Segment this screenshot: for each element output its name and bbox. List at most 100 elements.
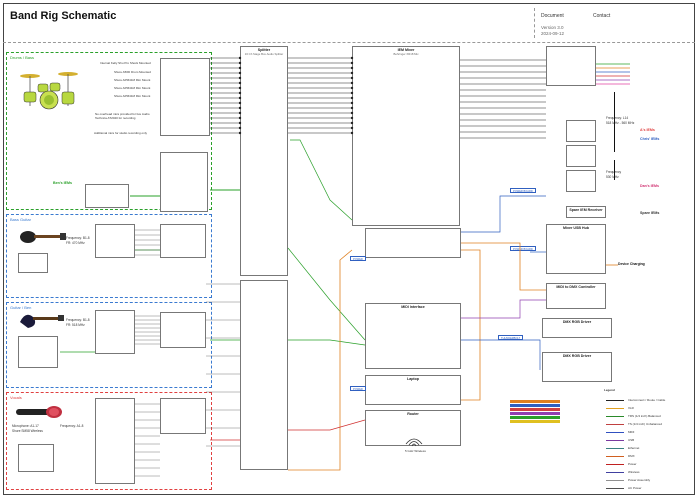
legend: Legend: [604, 388, 692, 494]
connector: [350, 61, 354, 65]
title-block: Document Contact Version 3.0 2024-09-12: [534, 8, 695, 38]
antenna-1: [614, 92, 615, 152]
connector: [238, 121, 242, 125]
connector: [238, 106, 242, 110]
contact-label: Contact: [593, 13, 611, 19]
iem-frequency-2b: 530 MHz: [606, 175, 619, 179]
cable: [461, 249, 481, 401]
connector: [238, 71, 242, 75]
legend-item-label: TS (1/4 inch) Unbalanced: [628, 422, 663, 426]
section-guitar: Guitar / Ben: [6, 302, 212, 388]
mixer-usb-title: Mixer USB Hub: [563, 226, 589, 230]
midi-dmx-box: MIDI to DMX Controller: [546, 283, 606, 309]
connector: [238, 56, 242, 60]
legend-swatch: [606, 400, 624, 401]
connector: [350, 116, 354, 120]
cable: [288, 249, 353, 471]
splitter-title: Splitter: [257, 48, 271, 52]
thunderbolt-tag: THUNDERBOLT: [498, 335, 524, 340]
connector: [350, 81, 354, 85]
connector: [238, 101, 242, 105]
wireless-icon: [405, 438, 423, 447]
legend-swatch: [606, 416, 624, 417]
cable: [461, 339, 541, 370]
connector: [350, 86, 354, 90]
connector: [238, 126, 242, 130]
connector: [350, 66, 354, 70]
connector: [238, 91, 242, 95]
a-iems-label: A's IEMs: [640, 128, 655, 132]
legend-swatch: [606, 448, 624, 449]
connector: [350, 56, 354, 60]
legend-item-label: TRS (1/4 inch) Balanced: [628, 414, 661, 418]
cable: [461, 299, 546, 319]
drum-note-7: Additional mics for studio recording onl…: [94, 131, 148, 135]
spare-iem-box: Spare IEM Receiver: [566, 206, 606, 218]
section-drums: Drums / Bass: [6, 52, 212, 210]
connector: [350, 101, 354, 105]
legend-swatch: [606, 488, 624, 489]
connector: [350, 111, 354, 115]
legend-swatch: [606, 440, 624, 441]
vocal-processor-box: [95, 398, 135, 484]
wireless-mic-image: [16, 406, 62, 418]
legend-item-label: Power Assembly: [628, 478, 651, 482]
ben-iem-pack: [160, 152, 208, 212]
cable: [288, 339, 366, 346]
router-box: Router: [365, 410, 461, 446]
section-bass-title: Bass Guitar: [10, 217, 31, 222]
power-board-tag-2: POWER BOARD: [510, 188, 536, 193]
legend-item-label: MIDI: [628, 430, 635, 434]
connector: [350, 76, 354, 80]
electric-guitar-image: [20, 314, 64, 328]
antenna-2: [614, 160, 615, 180]
section-vocals-title: Vocals: [10, 395, 22, 400]
mixer-subtitle: Behringer XR18 Mix: [393, 52, 419, 56]
ben-iem-box: [85, 184, 129, 208]
legend-item-label: XLR: [628, 406, 634, 410]
iem-frequency-1: Frequency: L14: [606, 116, 629, 120]
midi-dmx-title: MIDI to DMX Controller: [556, 285, 596, 289]
connector: [238, 86, 242, 90]
legend-item-label: Interconnect / Route / Cable: [628, 398, 666, 402]
laptop-title: Laptop: [407, 377, 419, 381]
connector: [238, 131, 242, 135]
connector: [350, 121, 354, 125]
legend-item-label: Power: [628, 462, 637, 466]
page-frame: [3, 3, 695, 495]
page-title: Band Rig Schematic: [10, 10, 117, 22]
dmx-driver-1: DMX RGB Driver: [542, 318, 612, 338]
connector: [238, 76, 242, 80]
guitar-frequency: Frequency: B1-8: [66, 318, 90, 322]
splitter-subtitle: 16 Ch Stage Box Audio Splitter: [244, 52, 284, 56]
bass-receiver-box: [18, 253, 48, 273]
midi-interface-title: MIDI Interface: [401, 305, 425, 309]
guitar-receiver-box: [18, 336, 58, 368]
mixer-box: IEM Mixer Behringer XR18 Mix: [352, 46, 460, 226]
cable: [290, 139, 353, 221]
connector: [350, 96, 354, 100]
section-vocals: Vocals: [6, 392, 212, 490]
iem-tx-2: [566, 120, 596, 142]
power-board-tag: POWER BOARD: [510, 246, 536, 251]
connector: [350, 91, 354, 95]
date-text: 2024-09-12: [541, 31, 565, 36]
connector: [350, 71, 354, 75]
dmx-driver-2-title: DMX RGB Driver: [562, 354, 592, 358]
mixer-usb-box: Mixer USB Hub: [546, 224, 606, 274]
drum-note-1: Internal Kelly Shu Pro Shock Mounted: [100, 61, 151, 65]
iem-tx-1: [546, 46, 596, 86]
mixer-io-box: [365, 228, 461, 258]
bass-frequency-2: FR: 470 MHz: [66, 241, 85, 245]
legend-swatch: [606, 408, 624, 409]
device-charging-label: Device Charging: [618, 262, 645, 266]
legend-title: Legend: [604, 388, 615, 392]
legend-swatch: [606, 480, 624, 481]
connector: [238, 81, 242, 85]
dan-iems-label: Dan's IEMs: [640, 184, 660, 188]
mic-model-name: Shure SM58 Wireless: [12, 429, 43, 433]
spare-iems-label: Spare IEMs: [640, 211, 660, 215]
chris-iems-label: Chris' IEMs: [640, 137, 660, 141]
legend-swatch: [606, 456, 624, 457]
section-guitar-title: Guitar / Ben: [10, 305, 32, 310]
